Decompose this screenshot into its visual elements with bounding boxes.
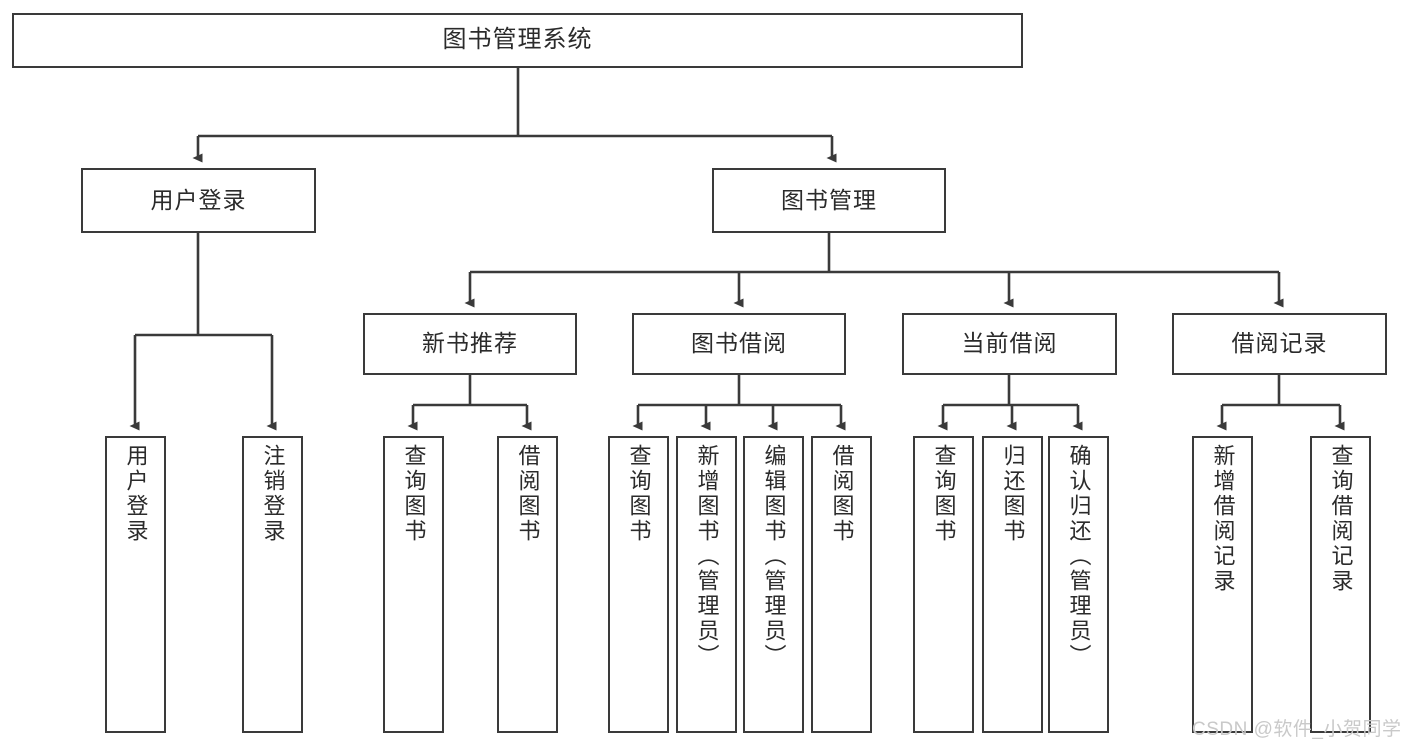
leaf-query-book-recommend[interactable]: 查询图书	[383, 436, 444, 733]
node-label: 新书推荐	[422, 330, 518, 357]
node-label: 新增图书（管理员）	[694, 444, 720, 669]
node-label: 确认归还（管理员）	[1066, 444, 1092, 669]
node-label: 注销登录	[260, 444, 286, 544]
leaf-borrow-book[interactable]: 借阅图书	[811, 436, 872, 733]
node-label: 借阅记录	[1231, 330, 1328, 357]
node-label: 图书管理	[781, 186, 877, 213]
leaf-user-login[interactable]: 用户登录	[105, 436, 166, 733]
node-user-login[interactable]: 用户登录	[81, 168, 316, 233]
leaf-return-book[interactable]: 归还图书	[982, 436, 1043, 733]
node-label: 借阅图书	[515, 444, 541, 544]
node-label: 新增借阅记录	[1210, 444, 1236, 594]
node-label: 用户登录	[150, 186, 247, 213]
node-label: 查询图书	[626, 444, 652, 544]
node-root-system[interactable]: 图书管理系统	[12, 13, 1023, 68]
node-new-book-recommend[interactable]: 新书推荐	[363, 313, 577, 375]
leaf-add-borrow-record[interactable]: 新增借阅记录	[1192, 436, 1253, 733]
node-label: 查询借阅记录	[1328, 444, 1354, 594]
node-label: 用户登录	[123, 444, 149, 544]
node-label: 查询图书	[401, 444, 427, 544]
node-label: 图书借阅	[691, 330, 787, 357]
leaf-confirm-return-admin[interactable]: 确认归还（管理员）	[1048, 436, 1109, 733]
node-current-borrow[interactable]: 当前借阅	[902, 313, 1117, 375]
leaf-query-borrow-record[interactable]: 查询借阅记录	[1310, 436, 1371, 733]
leaf-logout-login[interactable]: 注销登录	[242, 436, 303, 733]
node-book-borrow[interactable]: 图书借阅	[632, 313, 846, 375]
node-label: 查询图书	[931, 444, 957, 544]
node-label: 编辑图书（管理员）	[761, 444, 787, 669]
node-borrow-record[interactable]: 借阅记录	[1172, 313, 1387, 375]
leaf-edit-book-admin[interactable]: 编辑图书（管理员）	[743, 436, 804, 733]
node-label: 借阅图书	[829, 444, 855, 544]
leaf-add-book-admin[interactable]: 新增图书（管理员）	[676, 436, 737, 733]
leaf-borrow-book-recommend[interactable]: 借阅图书	[497, 436, 558, 733]
node-label: 归还图书	[1000, 444, 1026, 544]
leaf-query-book-borrow[interactable]: 查询图书	[608, 436, 669, 733]
leaf-query-book-current[interactable]: 查询图书	[913, 436, 974, 733]
node-book-management[interactable]: 图书管理	[712, 168, 946, 233]
node-label: 当前借阅	[961, 330, 1058, 357]
csdn-watermark: CSDN @软件_小贺同学	[1192, 719, 1402, 740]
node-label: 图书管理系统	[442, 26, 593, 54]
